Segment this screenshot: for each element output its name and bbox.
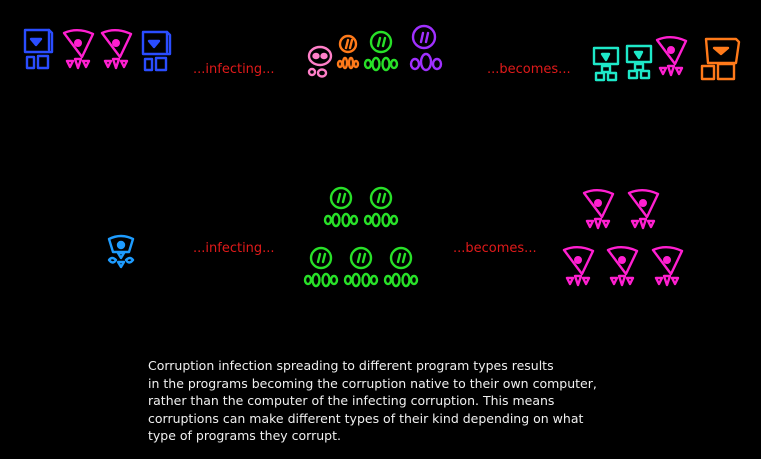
orange-capsule-creature-icon bbox=[336, 34, 360, 70]
magenta-triangle-creature-icon bbox=[655, 36, 688, 77]
green-capsule-creature-icon bbox=[303, 246, 339, 288]
magenta-triangle-creature-icon bbox=[562, 246, 595, 287]
purple-capsule-creature-icon bbox=[409, 24, 443, 72]
blue-monitor-creature-icon bbox=[23, 28, 54, 70]
magenta-triangle-creature-icon bbox=[100, 29, 133, 70]
caption-line: rather than the computer of the infectin… bbox=[148, 393, 555, 408]
blue-monitor-creature-icon bbox=[141, 30, 172, 72]
caption: Corruption infection spreading to differ… bbox=[148, 357, 628, 445]
label-infecting-bottom: ...infecting... bbox=[193, 241, 275, 256]
magenta-triangle-creature-icon bbox=[627, 189, 660, 230]
light-blue-small-creature-icon bbox=[107, 234, 135, 269]
green-capsule-creature-icon bbox=[363, 30, 399, 72]
label-becomes-bottom: ...becomes... bbox=[453, 241, 537, 256]
green-capsule-creature-icon bbox=[343, 246, 379, 288]
magenta-triangle-creature-icon bbox=[606, 246, 639, 287]
pink-skull-creature-icon bbox=[307, 45, 333, 78]
green-capsule-creature-icon bbox=[323, 186, 359, 228]
caption-line: corruptions can make different types of … bbox=[148, 410, 584, 426]
caption-line: Corruption infection spreading to differ… bbox=[148, 358, 554, 373]
orange-monitor-creature-icon bbox=[700, 37, 741, 81]
caption-line: type of programs they corrupt. bbox=[148, 428, 341, 443]
cyan-monitor-creature-icon bbox=[625, 44, 653, 80]
magenta-triangle-creature-icon bbox=[651, 246, 684, 287]
caption-line: in the programs becoming the corruption … bbox=[148, 375, 597, 391]
cyan-monitor-creature-icon bbox=[592, 46, 620, 82]
magenta-triangle-creature-icon bbox=[582, 189, 615, 230]
magenta-triangle-creature-icon bbox=[62, 29, 95, 70]
label-becomes-top: ...becomes... bbox=[487, 62, 571, 77]
label-infecting-top: ...infecting... bbox=[193, 62, 275, 77]
green-capsule-creature-icon bbox=[363, 186, 399, 228]
green-capsule-creature-icon bbox=[383, 246, 419, 288]
